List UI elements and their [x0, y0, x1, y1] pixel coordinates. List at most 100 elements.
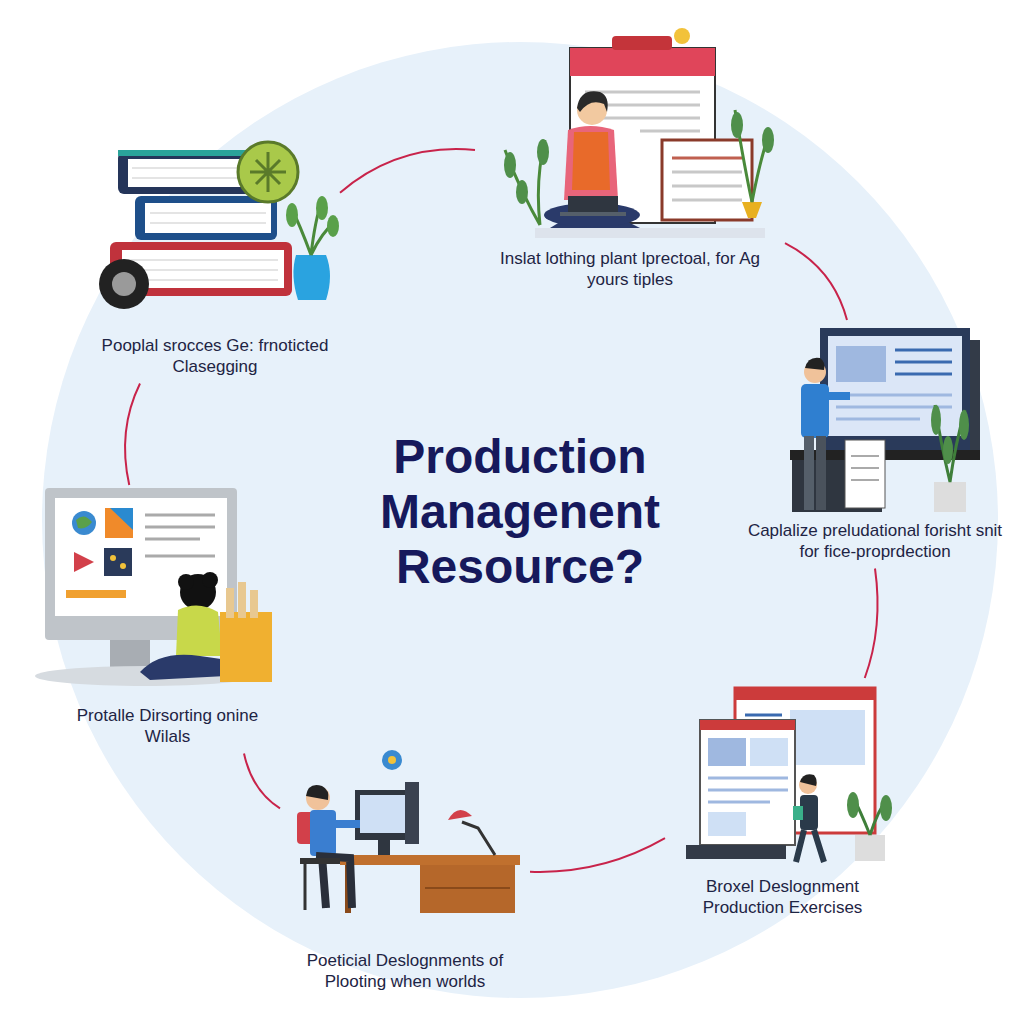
documents-illustration-part: [745, 714, 782, 717]
item-caption: Protalle Dirsorting onine Wilals: [70, 705, 265, 748]
cycle-connector: [340, 149, 475, 193]
documents-illustration-part: [796, 830, 824, 862]
documents-illustration-part: [708, 801, 770, 804]
desk-illustration-part: [360, 795, 408, 833]
reader-illustration-part: [762, 127, 774, 153]
office-illustration-part: [836, 418, 920, 421]
office-illustration-part: [845, 440, 885, 508]
computer-illustration-part: [220, 612, 272, 682]
reader-illustration-part: [672, 171, 742, 174]
desk-illustration-part: [306, 785, 328, 800]
computer-illustration-part: [110, 640, 150, 668]
desk-illustration-part: [334, 820, 360, 828]
desk-illustration-part: [405, 782, 419, 844]
item-caption: Inslat lothing plant lprectoal, for Ag y…: [496, 248, 764, 291]
office-illustration-part: [851, 479, 879, 481]
computer-illustration-part: [55, 498, 227, 616]
reader-illustration-part: [662, 140, 752, 220]
resource-item: Protalle Dirsorting onine Wilals: [40, 485, 295, 754]
reader-illustration: [504, 28, 774, 238]
reader-illustration-part: [640, 130, 700, 133]
books-illustration-part: [128, 159, 254, 187]
documents-illustration-part: [686, 845, 786, 859]
desk-illustration-part: [300, 858, 340, 864]
connector-line: [340, 149, 475, 193]
desk-illustration-part: [304, 864, 307, 910]
office-illustration-part: [943, 436, 953, 464]
office-illustration-part: [836, 346, 886, 382]
desk-illustration-part: [448, 810, 472, 820]
item-caption: Poeticial Deslognments of Plooting when …: [285, 950, 525, 993]
desk-illustration-part: [382, 750, 402, 770]
documents-illustration-part: [708, 812, 746, 836]
reader-illustration-part: [672, 199, 742, 202]
computer-illustration-part: [145, 526, 215, 529]
office-illustration: [790, 328, 980, 512]
computer-illustration-part: [145, 514, 215, 517]
cycle-connector: [785, 243, 847, 320]
computer-illustration: [35, 488, 272, 686]
cycle-connector: [865, 569, 878, 679]
reader-illustration-part: [577, 91, 608, 112]
office-illustration-part: [805, 358, 825, 370]
reader-illustration-part: [568, 196, 618, 214]
books-illustration-part: [293, 255, 330, 300]
reader-illustration-part: [516, 180, 528, 204]
computer-illustration-part: [250, 590, 258, 618]
office-illustration-part: [931, 405, 941, 435]
reader-illustration-part: [535, 228, 765, 238]
computer-illustration-part: [202, 572, 218, 588]
computer-illustration-part: [72, 511, 96, 535]
books-illustration-part: [130, 270, 278, 271]
computer-illustration-part: [226, 588, 234, 618]
books-illustration-part: [238, 142, 298, 202]
background-circle: [42, 42, 998, 998]
office-illustration-part: [836, 394, 952, 397]
books-illustration-part: [250, 152, 286, 192]
books-illustration-part: [286, 203, 298, 227]
reader-illustration-part: [674, 28, 690, 44]
documents-illustration-part: [700, 720, 795, 845]
books-illustration-part: [118, 150, 260, 156]
computer-illustration-part: [178, 574, 194, 590]
books-illustration-part: [316, 196, 328, 220]
office-illustration-part: [801, 384, 829, 438]
cycle-connector: [244, 754, 280, 809]
connector-line: [125, 384, 140, 486]
office-illustration-part: [851, 467, 879, 469]
computer-illustration-part: [104, 548, 132, 576]
books-illustration-part: [112, 272, 136, 296]
office-illustration-part: [804, 436, 814, 510]
desk-illustration-part: [425, 887, 510, 889]
documents-illustration-part: [800, 774, 817, 786]
resource-item: Poeticial Deslognments of Plooting when …: [280, 745, 530, 999]
office-illustration-part: [826, 392, 850, 400]
books-illustration-part: [150, 213, 266, 214]
books-illustration-part: [132, 168, 250, 169]
documents-illustration-part: [880, 795, 892, 821]
reader-illustration-part: [585, 91, 700, 94]
office-illustration-part: [851, 455, 879, 457]
desk-illustration-part: [388, 756, 396, 764]
computer-illustration-part: [145, 538, 200, 541]
computer-illustration-part: [105, 508, 133, 538]
connector-line: [530, 838, 665, 872]
desk-illustration-part: [420, 865, 515, 913]
resource-item: Broxel Deslognment Production Exercises: [665, 678, 900, 925]
reader-illustration-part: [572, 132, 610, 190]
books-illustration-part: [327, 215, 339, 237]
office-illustration-part: [895, 349, 952, 352]
documents-illustration-part: [750, 738, 788, 766]
computer-illustration-part: [176, 605, 222, 656]
books-illustration-part: [150, 223, 266, 224]
office-illustration-part: [828, 336, 962, 436]
reader-illustration-part: [731, 112, 743, 138]
cycle-connector: [530, 838, 665, 872]
books-illustration-part: [145, 203, 271, 233]
item-caption: Broxel Deslognment Production Exercises: [675, 876, 890, 919]
computer-illustration-part: [140, 655, 228, 680]
reader-illustration-part: [570, 48, 715, 76]
resource-item: Pooplal srocces Ge: frnoticted Claseggin…: [90, 145, 340, 384]
